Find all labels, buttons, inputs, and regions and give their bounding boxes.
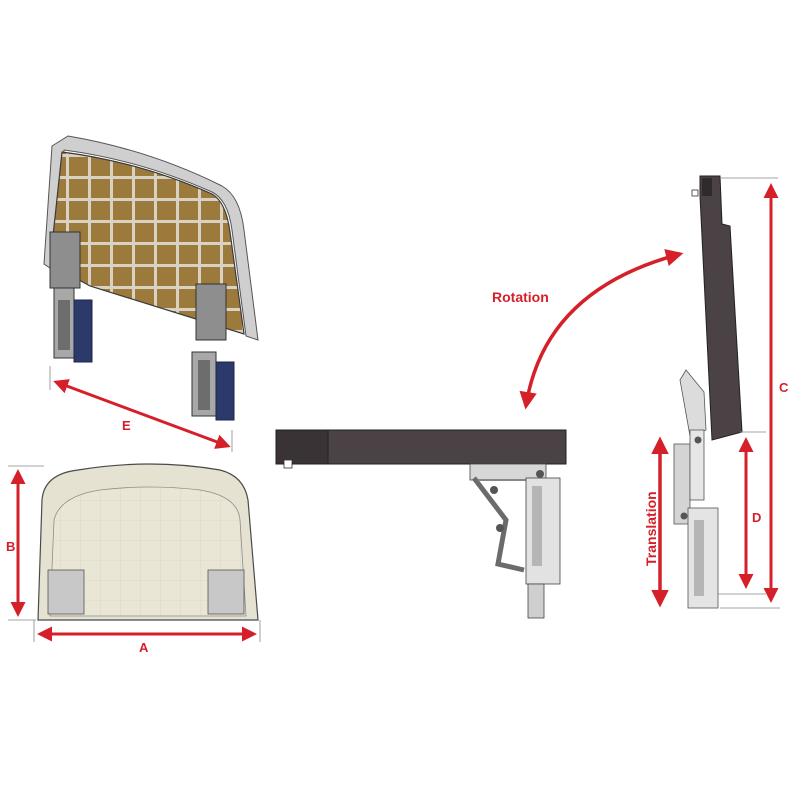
dimension-d: D [718, 431, 766, 595]
side-view-vertical: C D [673, 175, 789, 609]
rotation-arrow [519, 249, 684, 410]
front-right-bracket [207, 569, 245, 615]
dimension-b: B [6, 465, 44, 621]
translation-label: Translation [643, 491, 659, 566]
dimension-a-label: A [139, 640, 149, 655]
dimension-e-arrow [53, 379, 231, 449]
front-panel-view: A B [6, 463, 261, 655]
vertical-mechanism [673, 369, 719, 609]
isometric-left-mechanism [49, 231, 93, 363]
rotation-label: Rotation [492, 289, 549, 305]
dimension-e-label: E [122, 418, 131, 433]
isometric-panel-frame [43, 135, 259, 341]
translation-indicator: Translation [643, 436, 669, 608]
dimension-e: E [49, 366, 233, 452]
rotation-indicator: Rotation [492, 249, 684, 410]
vertical-panel-body [699, 175, 743, 441]
dimension-a: A [33, 620, 261, 655]
front-left-bracket [47, 569, 85, 615]
dimension-d-label: D [752, 510, 761, 525]
horizontal-mechanism [469, 463, 561, 619]
dimension-b-label: B [6, 539, 15, 554]
front-panel-inner [49, 486, 247, 617]
dimension-c: C [720, 177, 789, 609]
isometric-panel-view: E [43, 135, 259, 452]
side-view-horizontal [275, 429, 567, 619]
dimension-c-label: C [779, 380, 789, 395]
